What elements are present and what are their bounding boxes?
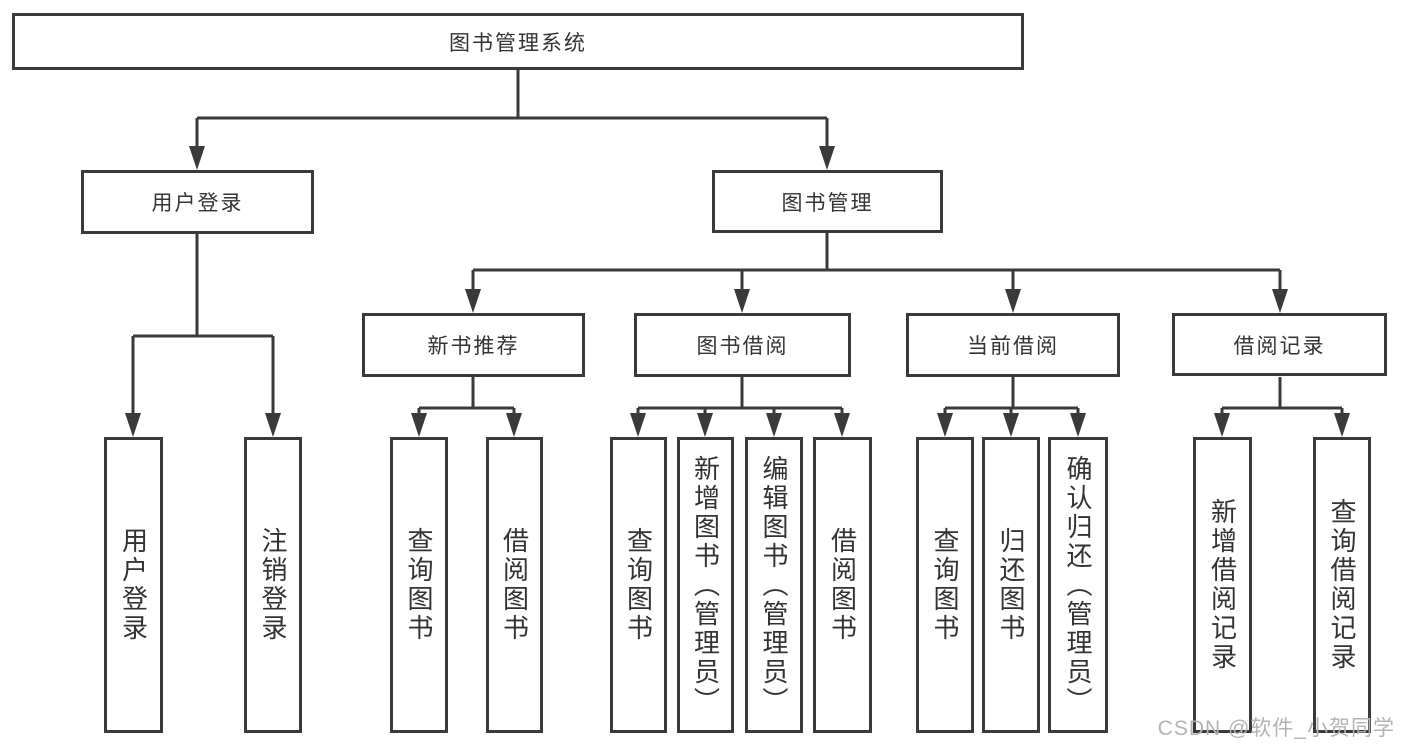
arrowhead	[630, 413, 646, 437]
connector-root-to-level2	[189, 70, 835, 170]
arrowhead	[506, 413, 522, 437]
arrowhead	[819, 146, 835, 170]
node-root-system: 图书管理系统	[12, 13, 1024, 70]
leaf-query-borrow-record: 查询借阅记录	[1313, 437, 1371, 733]
leaf-query-book-borrow: 查询图书	[610, 437, 667, 733]
arrowhead	[1214, 413, 1230, 437]
connector-book-mgmt-branch	[465, 233, 1288, 313]
node-book-borrow: 图书借阅	[634, 313, 851, 377]
leaf-add-borrow-record: 新增借阅记录	[1193, 437, 1252, 733]
leaf-borrow-book-borrow: 借阅图书	[813, 437, 872, 733]
connector-user-login-branch	[125, 234, 281, 437]
leaf-confirm-return-admin: 确认归还（管理员）	[1048, 437, 1108, 733]
arrowhead	[1070, 413, 1086, 437]
node-user-login: 用户登录	[81, 170, 314, 234]
leaf-query-book-newbook: 查询图书	[390, 437, 448, 733]
arrowhead	[766, 413, 782, 437]
arrowhead	[1005, 289, 1021, 313]
connector-borrow-records-branch	[1214, 377, 1350, 437]
arrowhead	[937, 413, 953, 437]
arrowhead	[734, 289, 750, 313]
node-new-book-recommend: 新书推荐	[362, 313, 585, 377]
arrowhead	[1272, 289, 1288, 313]
csdn-watermark: CSDN @软件_小贺同学	[1157, 717, 1395, 740]
arrowhead	[1003, 413, 1019, 437]
leaf-user-login: 用户登录	[104, 437, 163, 733]
connector-current-borrow-branch	[937, 377, 1086, 437]
leaf-logout: 注销登录	[244, 437, 302, 733]
arrowhead	[697, 413, 713, 437]
connector-book-borrow-branch	[630, 377, 850, 437]
arrowhead	[1334, 413, 1350, 437]
arrowhead	[465, 289, 481, 313]
arrowhead	[189, 146, 205, 170]
leaf-add-book-admin: 新增图书（管理员）	[677, 437, 734, 733]
leaf-borrow-book-newbook: 借阅图书	[486, 437, 543, 733]
arrowhead	[411, 413, 427, 437]
leaf-return-book: 归还图书	[982, 437, 1040, 733]
arrowhead	[834, 413, 850, 437]
leaf-edit-book-admin: 编辑图书（管理员）	[745, 437, 803, 733]
node-book-management: 图书管理	[712, 170, 943, 233]
arrowhead	[125, 413, 141, 437]
leaf-query-book-current: 查询图书	[916, 437, 974, 733]
node-borrow-records: 借阅记录	[1172, 313, 1387, 376]
connector-new-book-branch	[411, 377, 522, 437]
arrowhead	[265, 413, 281, 437]
node-current-borrow: 当前借阅	[906, 313, 1120, 377]
